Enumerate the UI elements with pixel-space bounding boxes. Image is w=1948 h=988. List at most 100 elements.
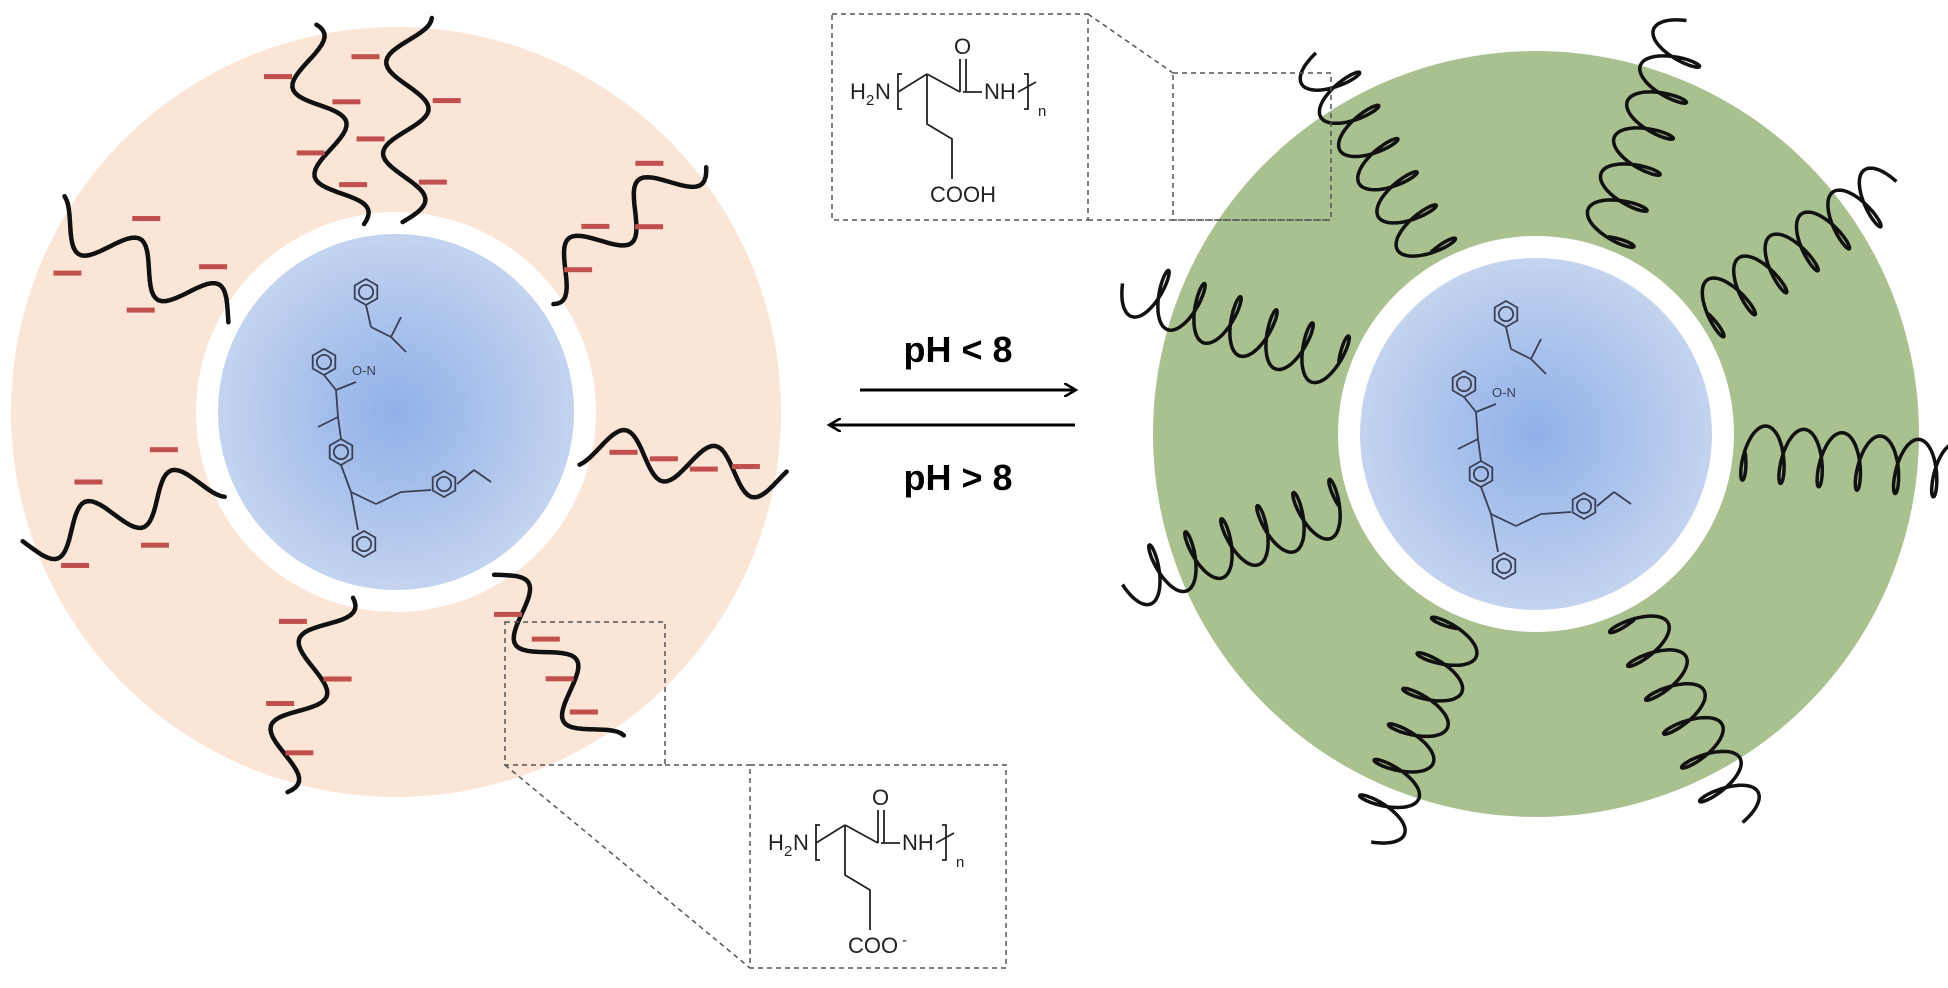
helix-chain: [1700, 166, 1898, 339]
negative-charge-mark: [332, 99, 361, 105]
phenyl-ring-ring: [355, 535, 373, 553]
phenyl-ring-ring: [1575, 497, 1593, 515]
negative-charge-mark: [53, 270, 82, 276]
side-charge: -: [902, 932, 907, 949]
helix-chain: [1739, 424, 1948, 499]
coil-chain: [268, 595, 358, 795]
amide-nh: NH: [902, 830, 934, 855]
left-coil-chains: [20, 15, 789, 795]
side-chain: [844, 825, 871, 930]
negative-charge-mark: [581, 223, 610, 229]
amine-n: N: [793, 830, 809, 855]
bond: [1475, 403, 1497, 413]
bond: [1613, 491, 1632, 505]
helix-chain: [1357, 615, 1479, 845]
helix-chain: [1298, 51, 1458, 258]
phenyl-ring: [1491, 551, 1517, 581]
nitroxide-label: O-N: [352, 363, 376, 378]
amide-nh: NH: [984, 79, 1016, 104]
bottom-structure-box: [749, 764, 1007, 969]
bond: [323, 374, 337, 391]
bond: [340, 464, 352, 493]
side-group: COOH: [930, 182, 996, 207]
negative-charge-mark: [418, 179, 447, 185]
amine-h: H: [850, 79, 866, 104]
phenyl-ring-ring: [1497, 305, 1515, 323]
bond: [1480, 486, 1492, 515]
nitroxide-label: O-N: [1492, 385, 1516, 400]
bond: [456, 469, 475, 485]
negative-charge-mark: [564, 267, 593, 273]
negative-charge-mark: [74, 479, 103, 485]
negative-charge-mark: [285, 750, 314, 756]
left-core: [218, 234, 574, 590]
equilibrium-arrows: pH < 8 pH > 8: [830, 329, 1075, 498]
bond: [1505, 326, 1512, 350]
bond: [1596, 491, 1615, 507]
right-core: [1360, 258, 1712, 610]
repeat-n: n: [1038, 103, 1046, 120]
bond: [1530, 338, 1542, 360]
bond: [400, 489, 432, 493]
amine-subscript: 2: [784, 843, 792, 860]
bond: [375, 491, 402, 505]
bond: [365, 304, 372, 328]
phenyl-ring-ring: [315, 353, 333, 371]
negative-charge-mark: [531, 636, 560, 642]
bond: [1490, 513, 1517, 527]
negative-charge-mark: [126, 307, 155, 313]
negative-charge-mark: [689, 466, 718, 472]
right-micelle: O-N: [1120, 18, 1948, 845]
bond: [926, 73, 961, 93]
reverse-condition-label: pH > 8: [903, 457, 1012, 498]
top-zoom-connector-upper: [1087, 13, 1174, 74]
phenyl-ring: [351, 529, 377, 559]
negative-charge-mark: [649, 456, 678, 462]
repeat-bracket-right: [1024, 73, 1029, 110]
negative-charge-mark: [569, 709, 598, 715]
bond: [1475, 411, 1479, 440]
repeat-bracket-right: [942, 824, 947, 861]
negative-charge-mark: [264, 74, 292, 80]
phenyl-ring-ring: [332, 443, 350, 461]
bond: [1530, 358, 1547, 375]
negative-charge-mark: [278, 618, 307, 624]
phenyl-ring-ring: [357, 283, 375, 301]
negative-charge-mark: [132, 216, 161, 221]
side-group: COO: [848, 933, 898, 958]
bond: [1510, 348, 1532, 360]
negative-charge-mark: [545, 676, 574, 682]
amine-h: H: [768, 830, 784, 855]
carbonyl-oxygen: O: [872, 785, 889, 810]
negative-charge-mark: [609, 449, 638, 455]
coil-chain: [290, 22, 371, 227]
bond: [473, 469, 492, 483]
bond: [1017, 81, 1037, 93]
negative-charge-mark: [199, 264, 228, 270]
right-core-structure: O-N: [1451, 299, 1632, 581]
bond: [335, 389, 339, 418]
negative-charge-mark: [339, 182, 368, 188]
left-charge-marks: [53, 54, 760, 756]
left-core-structure: O-N: [311, 277, 492, 559]
bottom-zoom-connector-left: [504, 764, 751, 969]
phenyl-ring: [431, 469, 457, 499]
negative-charge-mark: [356, 136, 385, 142]
negative-charge-mark: [141, 542, 169, 548]
bond: [337, 416, 342, 440]
phenyl-ring-ring: [1495, 557, 1513, 575]
phenyl-ring-ring: [1455, 375, 1473, 393]
side-chain: [926, 74, 953, 179]
bond: [1463, 396, 1477, 413]
bond: [815, 824, 846, 844]
negative-charge-mark: [731, 464, 760, 469]
bond: [935, 832, 955, 844]
bond: [1457, 438, 1479, 450]
phenyl-ring-ring: [435, 475, 453, 493]
coil-chain: [551, 164, 709, 307]
negative-charge-mark: [635, 224, 664, 230]
bond: [370, 326, 392, 338]
